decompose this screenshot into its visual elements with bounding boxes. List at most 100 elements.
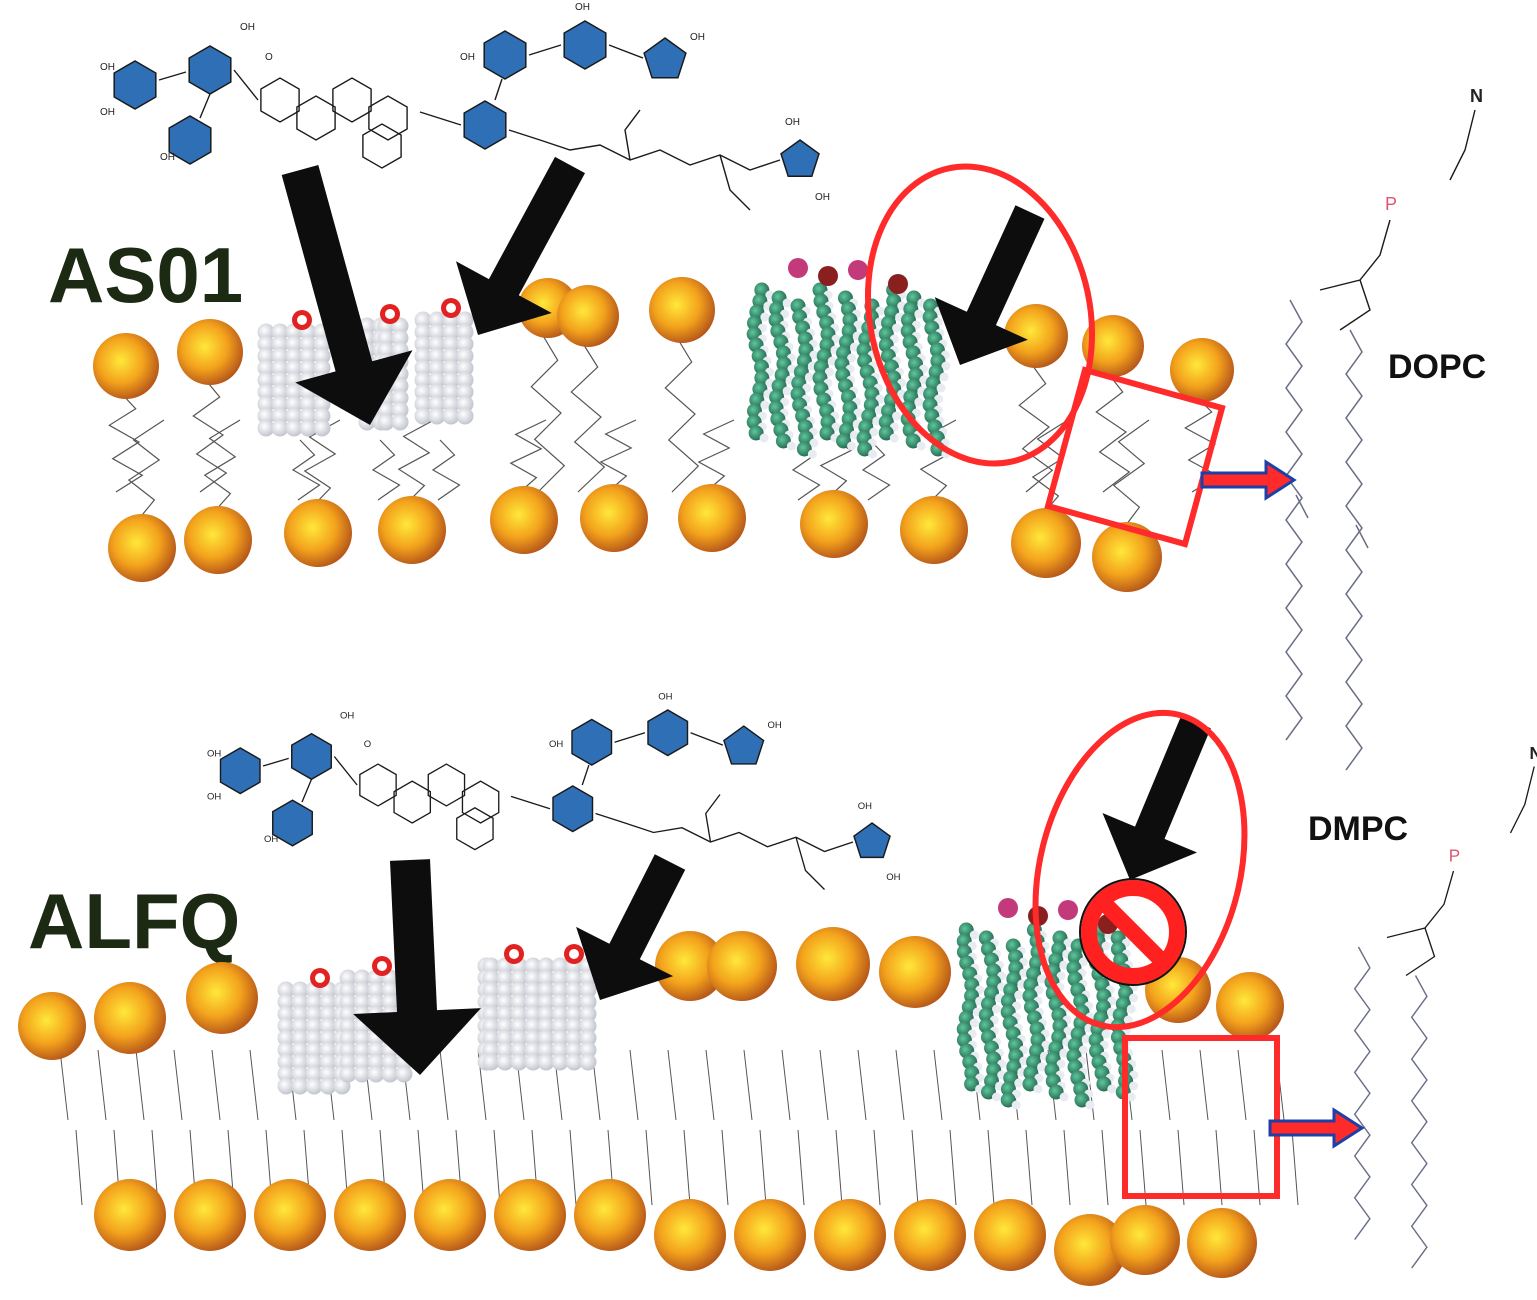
cholesterol-molecule	[537, 944, 597, 1071]
mpl-hydrogen-atom	[1063, 938, 1073, 948]
cholesterol-atom	[285, 383, 303, 401]
lipid-tail-lower	[911, 1129, 919, 1206]
cholesterol-atom	[565, 1005, 583, 1023]
cholesterol-atom	[456, 347, 474, 365]
mpl-hydrogen-atom	[1014, 1078, 1024, 1088]
cholesterol-atom	[524, 1029, 542, 1047]
mpl-hydrogen-atom	[853, 408, 863, 418]
cholesterol-atom	[367, 1053, 385, 1071]
cholesterol-atom	[456, 407, 474, 425]
arrow-down-icon	[576, 854, 686, 1000]
cholesterol-atom	[442, 395, 460, 413]
oxygen-label: O	[364, 739, 371, 750]
lipid-tail-lower	[683, 1129, 691, 1206]
mpl-hydrogen-atom	[939, 372, 949, 382]
dmpc-structure: NP	[1353, 744, 1537, 1269]
cholesterol-molecule	[477, 944, 542, 1071]
mpl-hydrogen-atom	[869, 427, 879, 437]
cholesterol-atom	[496, 1029, 514, 1047]
mpl-hydrogen-atom	[760, 312, 770, 322]
cholesterol-atom	[428, 359, 446, 377]
cholesterol-atom	[565, 1041, 583, 1059]
arrow-down-icon	[456, 156, 585, 335]
lipid-tail-upper	[895, 1049, 905, 1121]
sugar-ring-hexose	[291, 732, 332, 781]
lipid-tail	[1112, 419, 1150, 530]
cholesterol-atom	[565, 1053, 583, 1071]
headgroup-bead	[814, 1199, 886, 1271]
cholesterol-atom	[551, 1005, 569, 1023]
double-bond	[1295, 494, 1309, 519]
cholesterol-atom	[496, 1041, 514, 1059]
sugar-ring-pentose	[853, 822, 891, 859]
nitrogen-label: N	[1530, 744, 1537, 763]
cholesterol-atom	[299, 395, 317, 413]
hydroxyl-label: OH	[575, 2, 590, 13]
headgroup-bead	[490, 486, 558, 554]
cholesterol-atom	[579, 993, 597, 1011]
mpl-hydrogen-atom	[847, 353, 857, 363]
mpl-hydrogen-atom	[1056, 1059, 1066, 1069]
highlight-box	[1122, 1035, 1280, 1199]
chemical-bond	[795, 837, 825, 890]
mpl-hydrogen-atom	[1129, 993, 1139, 1003]
lipid-tail	[664, 335, 700, 493]
cholesterol-atom	[305, 1017, 323, 1035]
sugar-ring-hexose	[483, 30, 527, 80]
hydroxyl-label: OH	[460, 52, 475, 63]
cholesterol-atom	[339, 1005, 357, 1023]
mpl-hydrogen-atom	[914, 309, 924, 319]
lipid-tail	[431, 439, 461, 501]
cholesterol-atom	[271, 359, 289, 377]
cholesterol-atom	[291, 1041, 309, 1059]
hydroxyl-label: OH	[768, 720, 782, 731]
mpl-hydrogen-atom	[782, 298, 792, 308]
cholesterol-atom	[565, 1029, 583, 1047]
headgroup-bead	[494, 1179, 566, 1251]
arrow-down-icon	[353, 859, 481, 1075]
headgroup-bead	[879, 936, 951, 1008]
cholesterol-atom	[305, 1077, 323, 1095]
lipid-tail-lower	[835, 1129, 843, 1206]
mpl-headgroup-atom	[1058, 900, 1078, 920]
cholesterol-atom	[305, 1053, 323, 1071]
sugar-ring-hexose	[571, 718, 613, 766]
cholesterol-atom	[496, 1005, 514, 1023]
prohibited-icon	[1079, 878, 1187, 986]
lipid-tail-upper	[743, 1049, 753, 1121]
chemical-bond	[1386, 870, 1455, 939]
cholesterol-atom	[391, 329, 409, 347]
headgroup-bead	[108, 514, 176, 582]
chemical-bond	[528, 44, 562, 56]
cholesterol-atom	[456, 335, 474, 353]
lipid-tail-lower	[1101, 1129, 1109, 1206]
arrow-down-icon	[1102, 715, 1211, 880]
lipid-tail-lower	[873, 1129, 881, 1206]
mpl-hydrogen-atom	[1034, 985, 1044, 995]
cholesterol-atom	[313, 347, 331, 365]
cholesterol-atom	[496, 993, 514, 1011]
chemical-bond	[494, 78, 503, 101]
chemical-bond	[595, 812, 854, 853]
sugar-ring-hexose	[168, 115, 212, 165]
lipid-tail-upper	[933, 1049, 943, 1121]
hydroxyl-label: OH	[100, 62, 115, 73]
cholesterol-atom	[305, 1041, 323, 1059]
chemical-bond	[1405, 927, 1436, 977]
cholesterol-atom	[510, 981, 528, 999]
cholesterol-atom	[291, 1077, 309, 1095]
cholesterol-atom	[381, 1065, 399, 1083]
cholesterol-atom	[319, 1041, 337, 1059]
mpl-headgroup-atom	[818, 266, 838, 286]
mpl-headgroup-atom	[888, 274, 908, 294]
mpl-hydrogen-atom	[1078, 1045, 1088, 1055]
cholesterol-atom	[565, 1017, 583, 1035]
mpl-hydrogen-atom	[1059, 1048, 1069, 1058]
arrow-right-icon	[1268, 1107, 1365, 1149]
cholesterol-atom	[524, 1041, 542, 1059]
cholesterol-atom	[537, 969, 555, 987]
cholesterol-atom	[456, 383, 474, 401]
cholesterol-atom	[271, 395, 289, 413]
cholesterol-atom	[524, 1005, 542, 1023]
chemical-bond	[608, 44, 644, 59]
